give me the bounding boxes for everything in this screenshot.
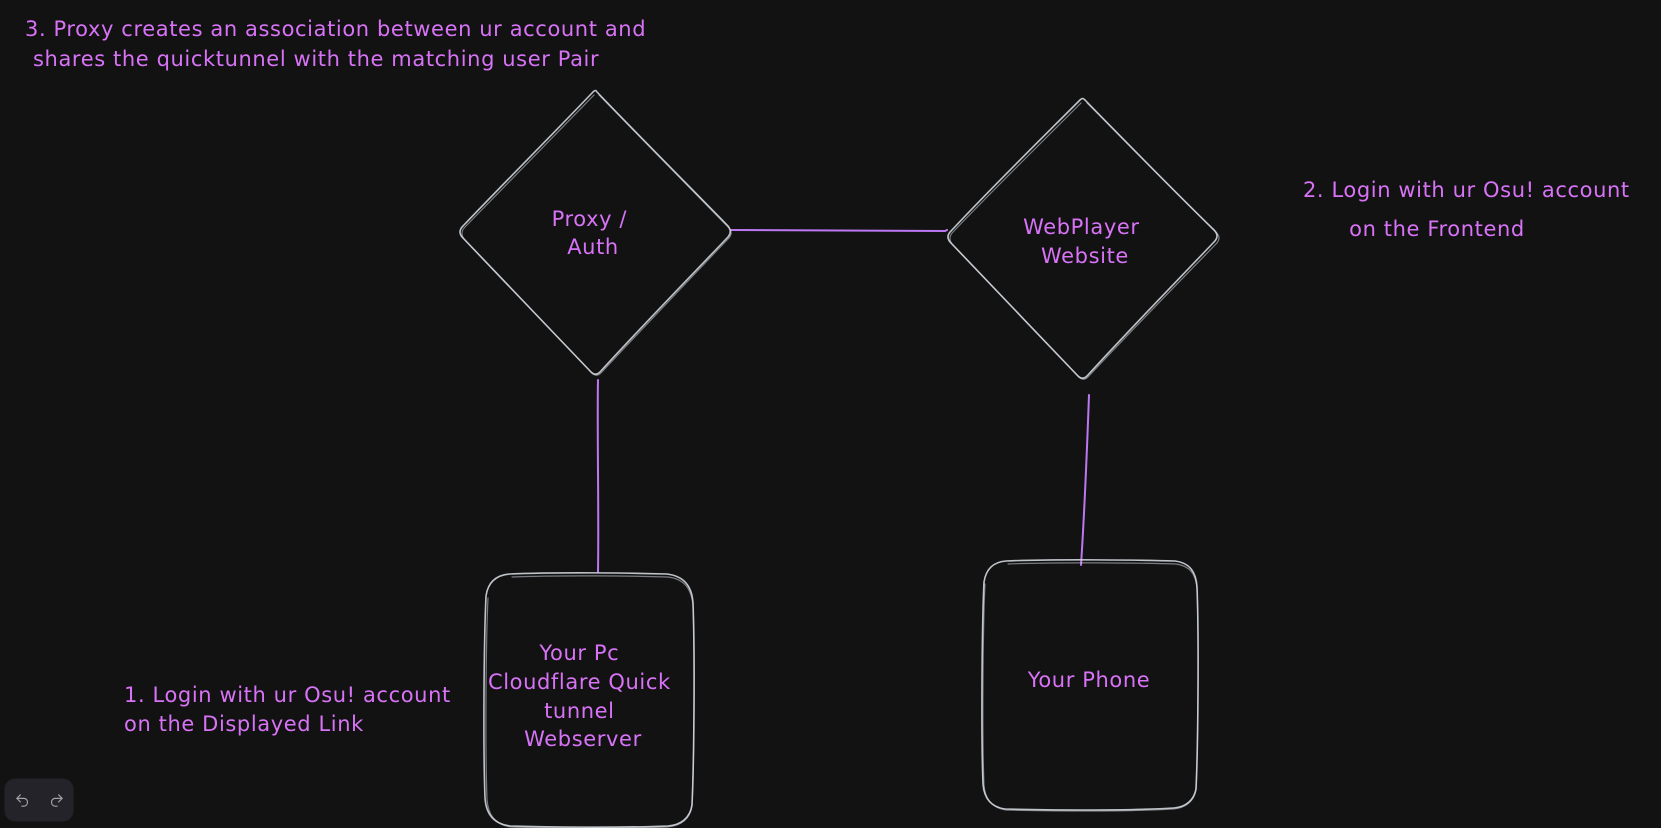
node-webplayer-website[interactable]: WebPlayer Website	[947, 97, 1220, 380]
node-your-pc[interactable]: Your Pc Cloudflare Quick tunnel Webserve…	[483, 572, 695, 828]
note-2[interactable]: 2. Login with ur Osu! account on the Fro…	[1303, 178, 1637, 241]
undo-button[interactable]	[9, 787, 35, 813]
node-webplayer-website-label: WebPlayer Website	[1023, 215, 1147, 268]
note-1[interactable]: 1. Login with ur Osu! account on the Dis…	[124, 683, 458, 736]
node-proxy-auth[interactable]: Proxy / Auth	[459, 89, 732, 376]
note-2-label: 2. Login with ur Osu! account on the Fro…	[1303, 178, 1637, 241]
node-proxy-auth-label: Proxy / Auth	[552, 207, 635, 259]
redo-arrow-icon	[50, 793, 63, 807]
node-your-phone[interactable]: Your Phone	[981, 559, 1199, 812]
node-your-pc-label: Your Pc Cloudflare Quick tunnel Webserve…	[488, 641, 678, 751]
connector-proxy-to-your-pc[interactable]	[596, 379, 600, 573]
undo-arrow-icon	[15, 793, 28, 807]
history-island[interactable]	[5, 779, 73, 821]
connector-webplayer-to-your-phone[interactable]	[1080, 394, 1090, 566]
redo-button[interactable]	[43, 787, 69, 813]
node-your-phone-label: Your Phone	[1027, 668, 1151, 692]
note-1-label: 1. Login with ur Osu! account on the Dis…	[124, 683, 458, 736]
note-3[interactable]: 3. Proxy creates an association between …	[25, 17, 653, 71]
note-3-label: 3. Proxy creates an association between …	[25, 17, 653, 71]
connector-proxy-to-webplayer[interactable]	[730, 229, 948, 233]
